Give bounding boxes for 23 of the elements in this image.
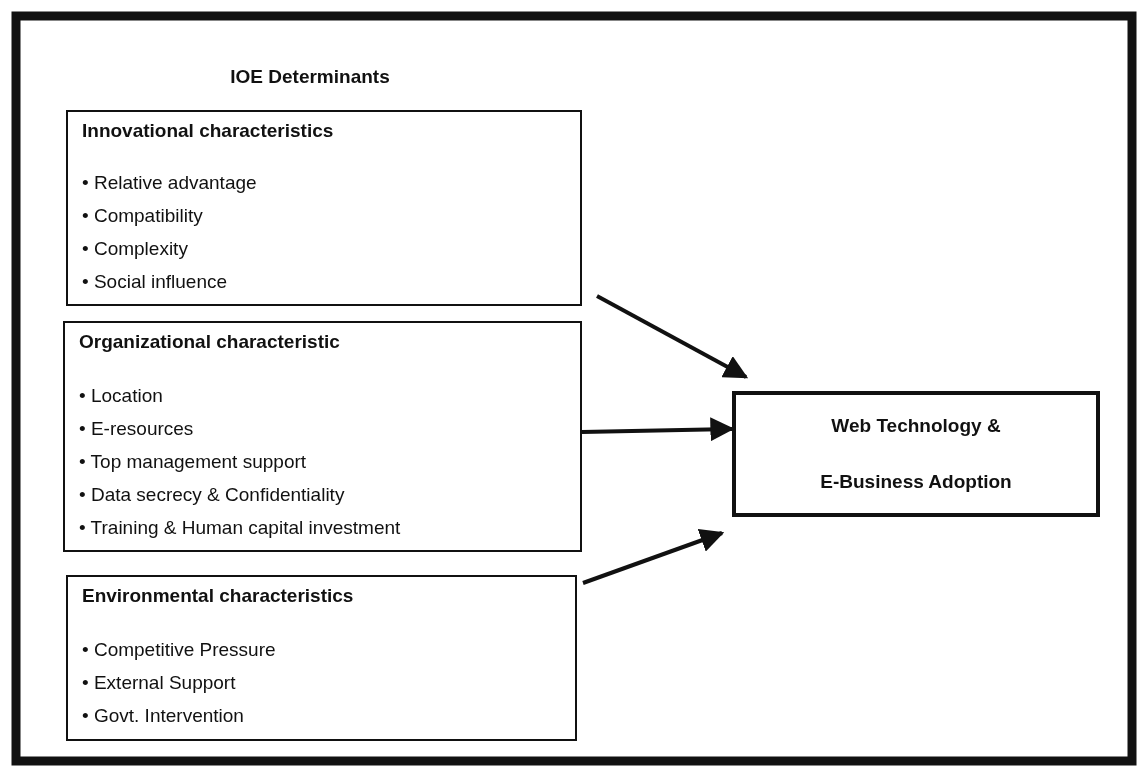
arrow — [582, 529, 725, 585]
bullet-item: • Data secrecy & Confidentiality — [79, 484, 346, 507]
outcome-box — [732, 391, 1100, 517]
bullet-item: • Training & Human capital investment — [79, 517, 401, 540]
category-box — [66, 575, 577, 741]
bullet-item: • Complexity — [82, 238, 189, 261]
category-heading: Innovational characteristics — [82, 120, 334, 142]
bullet-item: • Location — [79, 385, 164, 408]
bullet-item: • Top management support — [79, 451, 308, 474]
arrow — [596, 294, 749, 379]
category-box — [63, 321, 582, 552]
category-box — [66, 110, 582, 306]
bullet-item: • Competitive Pressure — [82, 639, 276, 662]
bullet-item: • Compatibility — [82, 205, 204, 228]
outcome-label: Web Technology & E-Business Adoption — [819, 414, 1013, 494]
bullet-item: • Social influence — [82, 271, 228, 294]
diagram-title: IOE Determinants — [229, 66, 391, 88]
bullet-item: • Relative advantage — [82, 172, 257, 195]
category-heading: Environmental characteristics — [82, 585, 354, 607]
bullet-item: • Govt. Intervention — [82, 705, 245, 728]
category-heading: Organizational characteristic — [79, 331, 340, 353]
bullet-item: • External Support — [82, 672, 237, 695]
bullet-item: • E-resources — [79, 418, 195, 441]
